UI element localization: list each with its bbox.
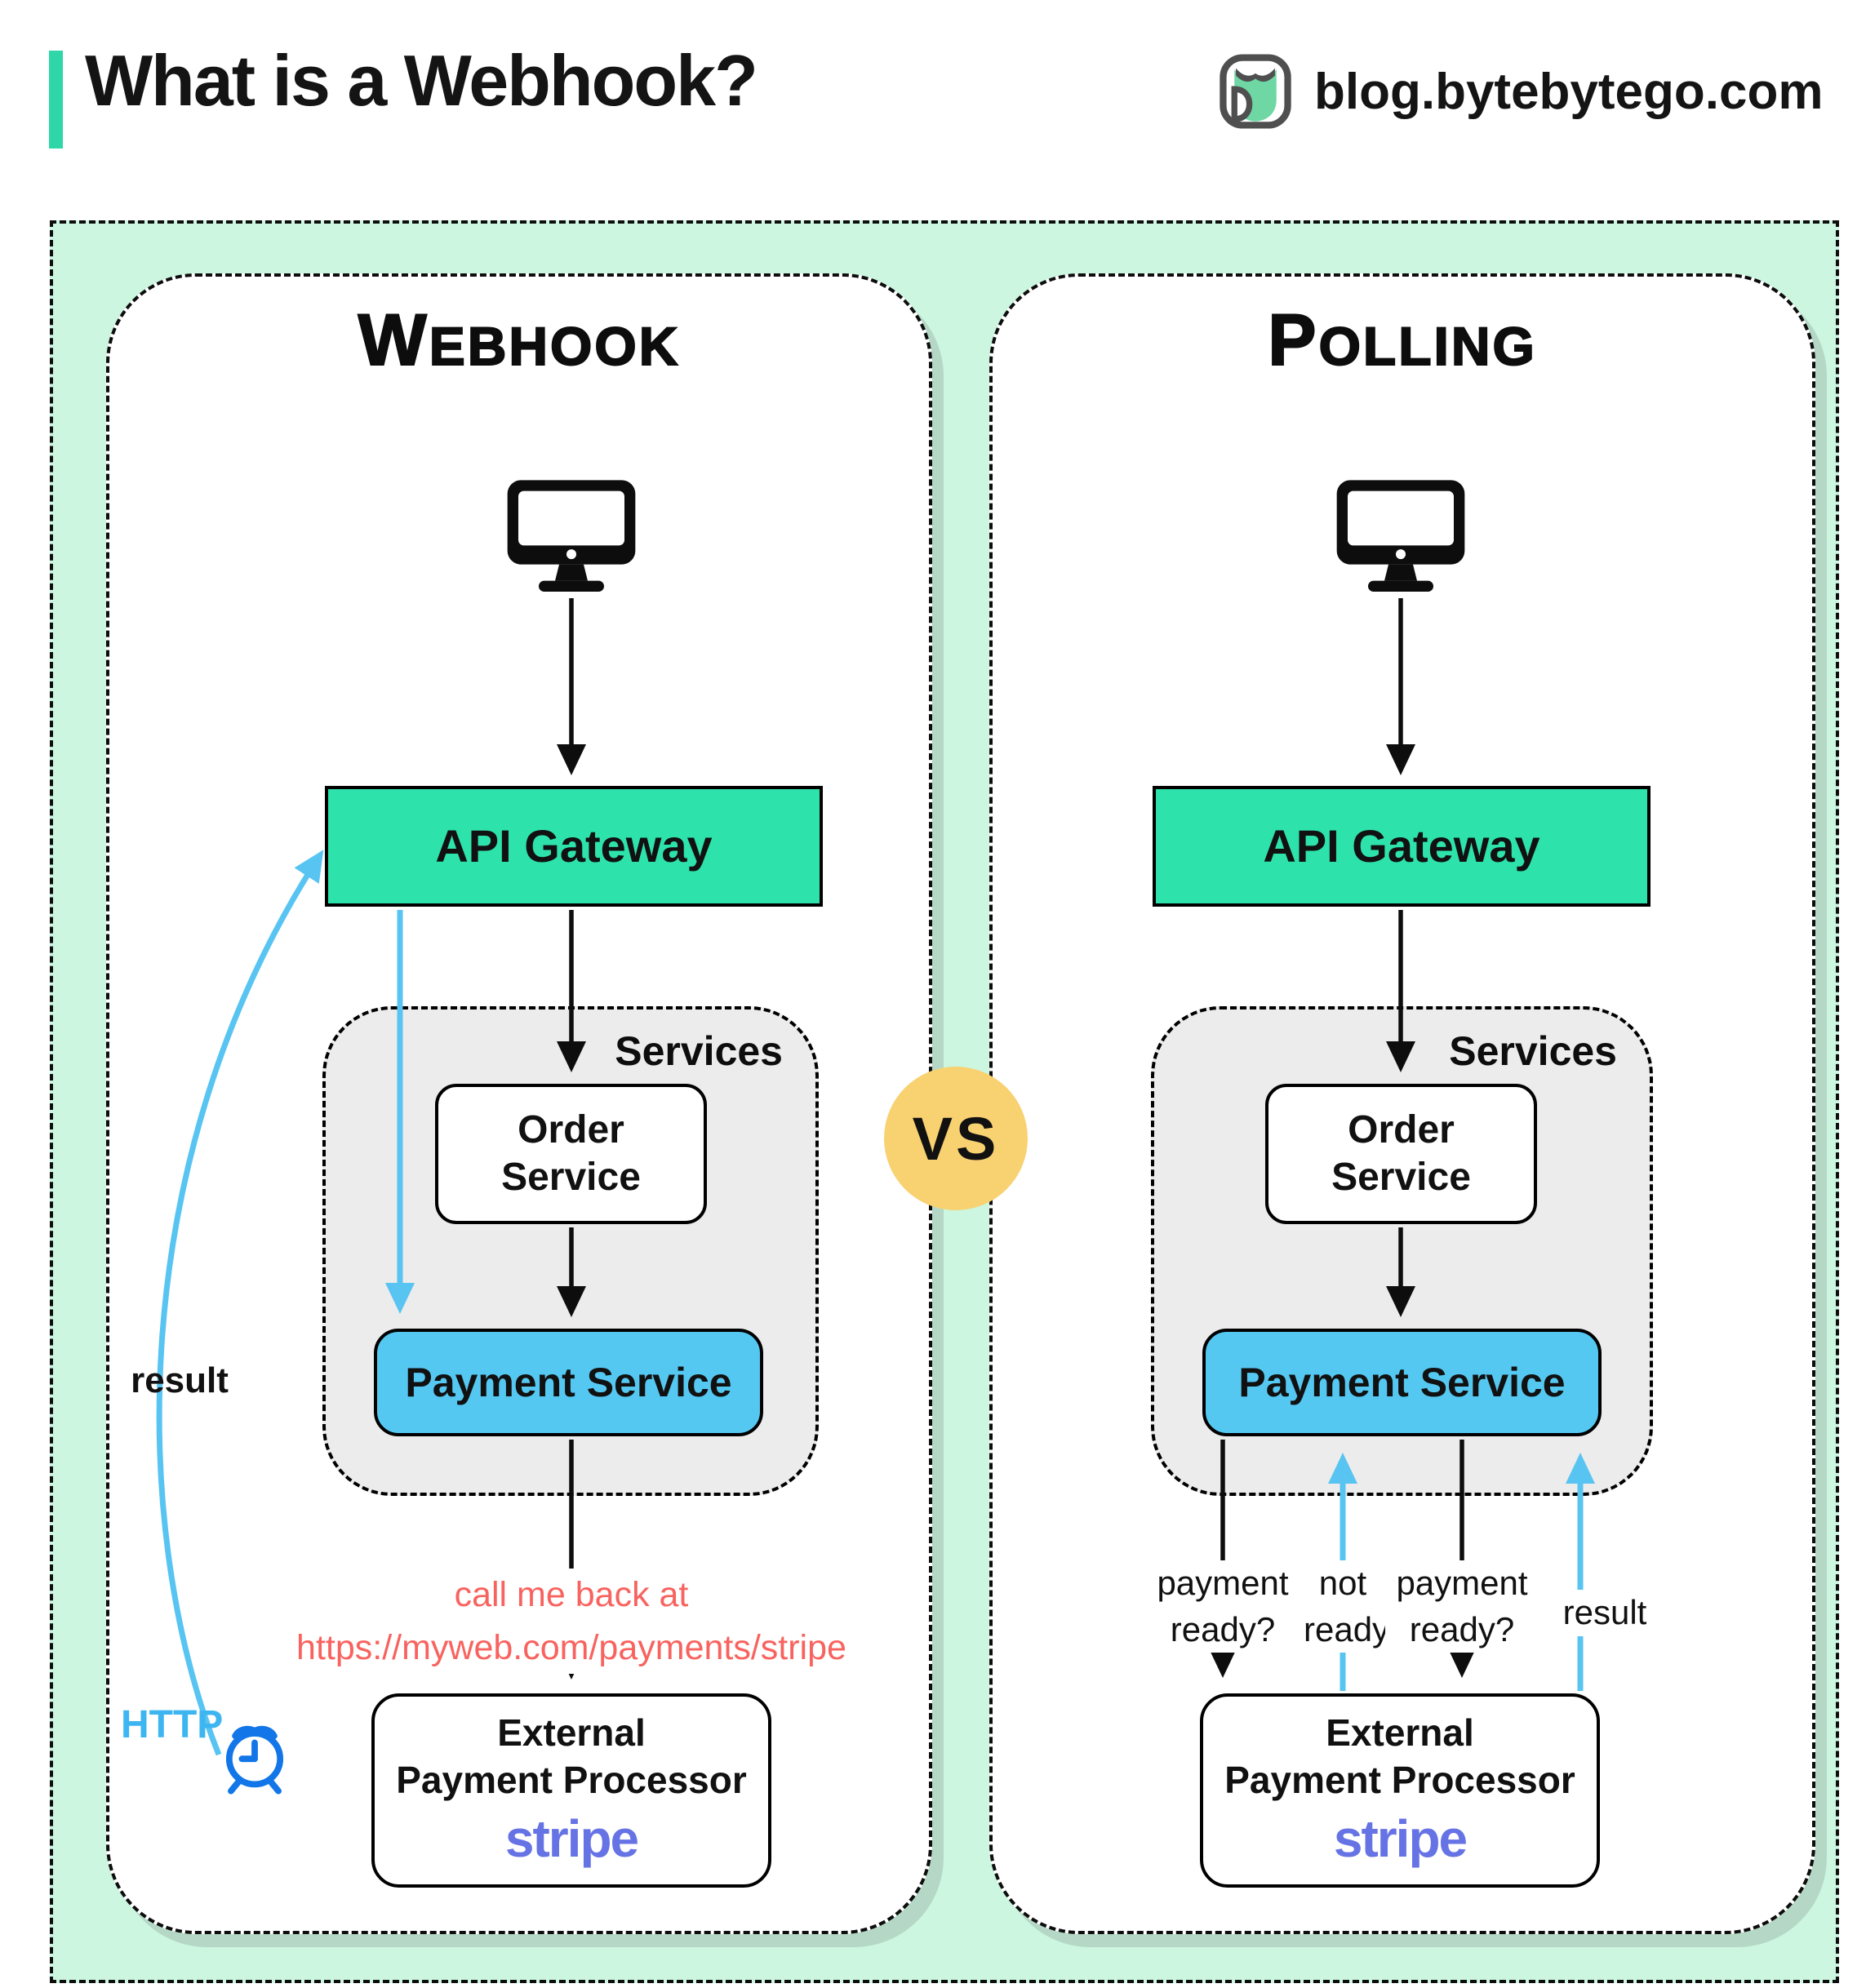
external-label-line2: Payment Processor xyxy=(396,1758,747,1801)
external-label-line2: Payment Processor xyxy=(1224,1758,1575,1801)
api-gateway-label: API Gateway xyxy=(435,820,713,872)
payment-ready-label-1: payment ready? xyxy=(1146,1560,1300,1653)
site-badge: blog.bytebytego.com xyxy=(1218,51,1838,132)
stripe-logo-text: stripe xyxy=(1333,1808,1468,1868)
http-label: HTTP xyxy=(121,1703,224,1746)
callback-line1: call me back at xyxy=(454,1575,689,1614)
api-gateway-label: API Gateway xyxy=(1263,820,1540,872)
external-payment-processor-box: External Payment Processor stripe xyxy=(371,1693,771,1888)
external-label-line1: External xyxy=(497,1711,646,1755)
callback-url-label: call me back at https://myweb.com/paymen… xyxy=(282,1569,861,1674)
not-ready-label: not ready xyxy=(1304,1560,1389,1653)
result-label: result xyxy=(131,1360,229,1400)
payment-ready-label-2: payment ready? xyxy=(1385,1560,1539,1653)
api-gateway-box: API Gateway xyxy=(1153,786,1651,907)
payment-service-label: Payment Service xyxy=(1238,1360,1566,1405)
polling-panel-title: Polling xyxy=(1267,298,1537,381)
callback-line2: https://myweb.com/payments/stripe xyxy=(296,1627,846,1667)
vs-badge: VS xyxy=(884,1067,1028,1210)
bytebytego-logo-icon xyxy=(1218,53,1293,130)
order-service-label: Order Service xyxy=(501,1108,641,1199)
client-computer-icon xyxy=(503,477,640,600)
external-payment-processor-box: External Payment Processor stripe xyxy=(1200,1693,1600,1888)
site-url: blog.bytebytego.com xyxy=(1314,63,1824,120)
polling-services-label: Services xyxy=(1449,1028,1617,1074)
webhook-services-label: Services xyxy=(615,1028,783,1074)
page-title: What is a Webhook? xyxy=(85,40,758,121)
api-gateway-box: API Gateway xyxy=(325,786,823,907)
order-service-label: Order Service xyxy=(1331,1108,1471,1199)
stripe-logo-text: stripe xyxy=(504,1808,639,1868)
title-accent-bar xyxy=(49,51,63,149)
webhook-panel-title: Webhook xyxy=(358,298,681,381)
client-computer-icon xyxy=(1332,477,1469,600)
order-service-box: Order Service xyxy=(1265,1084,1537,1224)
payment-service-box: Payment Service xyxy=(1202,1329,1602,1436)
result-label: result xyxy=(1549,1590,1660,1636)
alarm-clock-icon xyxy=(212,1711,297,1799)
vs-label: VS xyxy=(912,1104,1000,1173)
order-service-box: Order Service xyxy=(435,1084,707,1224)
external-label-line1: External xyxy=(1326,1711,1474,1755)
payment-service-label: Payment Service xyxy=(405,1360,732,1405)
payment-service-box: Payment Service xyxy=(374,1329,763,1436)
